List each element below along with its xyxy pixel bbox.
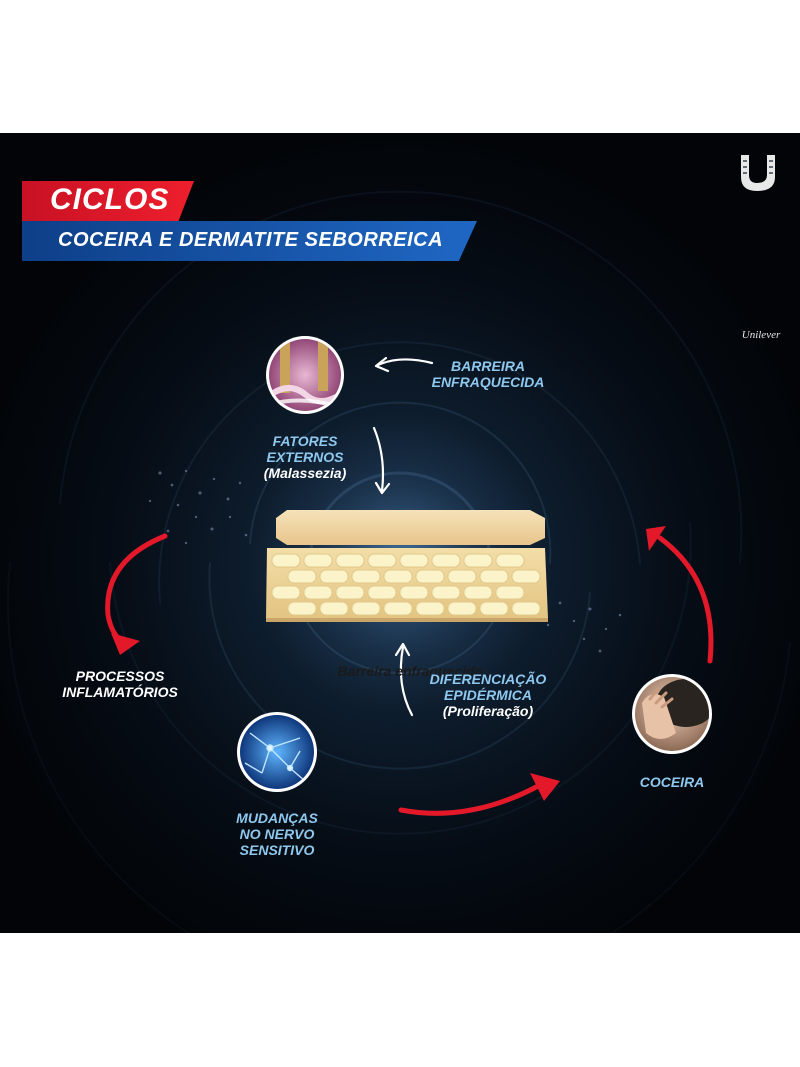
- label-line: INFLAMATÓRIOS: [62, 684, 178, 700]
- label-fatores-externos: FATORES EXTERNOS (Malassezia): [250, 433, 360, 481]
- label-diferenciacao-epidermica: DIFERENCIAÇÃO EPIDÉRMICA (Proliferação): [418, 671, 558, 719]
- label-line: MUDANÇAS: [236, 810, 318, 826]
- label-line: FATORES: [272, 433, 338, 449]
- page-subtitle: COCEIRA E DERMATITE SEBORREICA: [58, 229, 444, 251]
- diagram-panel: CICLOS COCEIRA E DERMATITE SEBORREICA Un…: [0, 133, 800, 933]
- label-processos-inflamatorios: PROCESSOS INFLAMATÓRIOS: [46, 668, 194, 700]
- brand-name: Unilever: [741, 329, 781, 341]
- nerve-cells-icon: [237, 712, 317, 792]
- label-line: EPIDÉRMICA: [444, 687, 532, 703]
- malassezia-micrograph-icon: [266, 336, 344, 414]
- label-line: NO NERVO: [239, 826, 315, 842]
- skin-barrier-illustration: [266, 510, 548, 622]
- barrier-label: Barreira enfraquecida: [337, 663, 483, 679]
- label-line: BARREIRA: [451, 358, 525, 374]
- label-line: SENSITIVO: [239, 842, 315, 858]
- particle-dots: [148, 469, 622, 653]
- label-subtext: (Malassezia): [263, 465, 347, 481]
- page-title: CICLOS: [50, 183, 170, 216]
- diagram-graphics: [7, 155, 791, 933]
- label-line: DIFERENCIAÇÃO: [429, 671, 547, 687]
- white-arrows: [372, 356, 434, 717]
- unilever-logo-icon: [741, 155, 775, 191]
- label-line: PROCESSOS: [75, 668, 165, 684]
- label-line: COCEIRA: [639, 774, 705, 790]
- red-arrowheads: [111, 526, 666, 801]
- subtitle-banner: [22, 221, 477, 261]
- label-barreira-enfraquecida: BARREIRA ENFRAQUECIDA: [428, 358, 548, 390]
- label-subtext: (Proliferação): [442, 703, 534, 719]
- label-mudancas-nervo-sensitivo: MUDANÇAS NO NERVO SENSITIVO: [222, 810, 332, 858]
- label-line: EXTERNOS: [266, 449, 344, 465]
- scratching-head-icon: [632, 674, 712, 754]
- title-banner: [22, 181, 194, 221]
- label-coceira: COCEIRA: [632, 774, 712, 790]
- label-line: ENFRAQUECIDA: [431, 374, 545, 390]
